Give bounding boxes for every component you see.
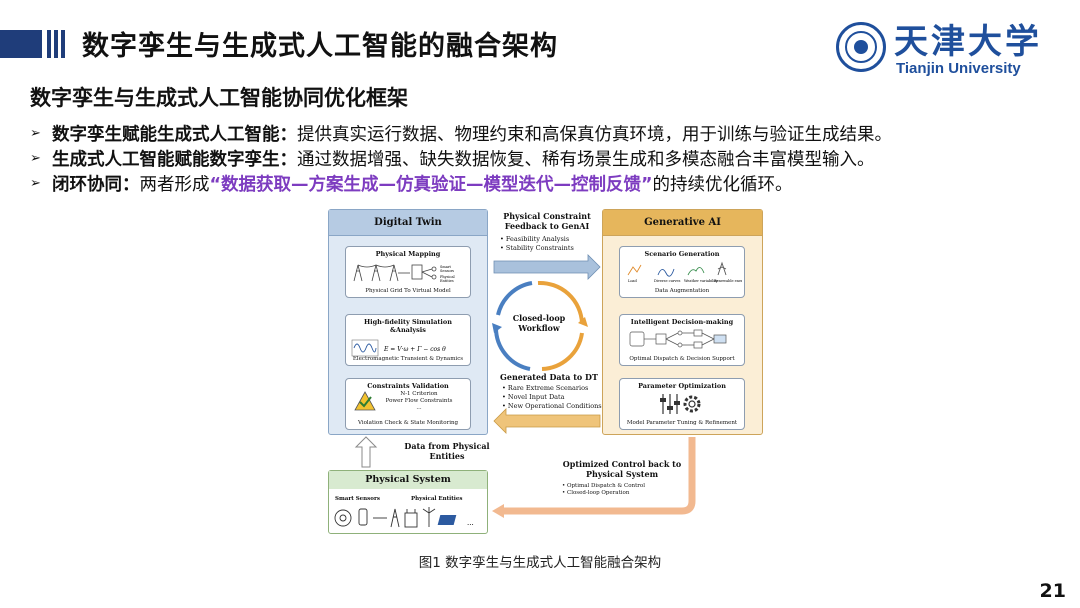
svg-text:Smart: Smart — [440, 265, 451, 269]
optimized-control-item: • Closed-loop Operation — [562, 490, 630, 496]
scenario-generation-card: Scenario Generation Load Diverse curves … — [619, 246, 745, 298]
generated-data-item: • Rare Extreme Scenarios — [502, 384, 589, 392]
svg-text:Sensors: Sensors — [440, 269, 454, 273]
data-from-physical-label: Data from Physical Entities — [404, 441, 490, 461]
physical-mapping-footer: Physical Grid To Virtual Model — [365, 288, 451, 294]
svg-text:Weather variability: Weather variability — [684, 279, 718, 283]
bullet-item: ➢ 闭环协同： 两者形成 “数据获取—方案生成—仿真验证—模型迭代—控制反馈” … — [30, 171, 1070, 196]
arrow-bullet-icon: ➢ — [30, 176, 41, 191]
scenario-curves-icon: Load Diverse curves Weather variability … — [627, 261, 742, 283]
scenario-generation-footer: Data Augmentation — [654, 288, 710, 294]
generated-data-item: • Novel Input Data — [502, 393, 565, 401]
bullet-text: 两者形成 — [139, 175, 210, 195]
physical-system-title: Physical System — [329, 471, 487, 489]
digital-twin-title: Digital Twin — [329, 210, 487, 236]
title-accent-stripe — [47, 30, 51, 58]
simulation-title: High-fidelity Simulation &Analysis — [364, 318, 452, 334]
diagram-connectors — [354, 254, 696, 518]
page-number: 21 — [1039, 580, 1066, 602]
constraints-footer: Violation Check & State Monitoring — [357, 420, 459, 426]
fusion-architecture-diagram: Digital Twin Physical Mapping Smart Sens… — [326, 205, 772, 540]
scenario-generation-title: Scenario Generation — [644, 250, 720, 258]
constraint-item: N-1 Criterion — [400, 391, 438, 397]
physical-entities-label: Physical Entities — [411, 496, 463, 502]
bullet-key: 生成式人工智能赋能数字孪生： — [52, 150, 297, 170]
closed-loop-label: Closed-loop Workflow — [512, 313, 566, 333]
constraints-card: Constraints Validation N-1 Criterion Pow… — [345, 378, 471, 430]
decision-tree-icon — [629, 329, 727, 349]
generative-ai-title: Generative AI — [603, 210, 762, 236]
digital-twin-panel: Digital Twin Physical Mapping Smart Sens… — [328, 209, 488, 435]
svg-text:Load: Load — [628, 279, 638, 283]
feedback-item: • Feasibility Analysis — [500, 235, 570, 243]
parameter-optimization-card: Parameter Optimization Model Parameter T… — [619, 378, 745, 430]
optimized-control-list: • Optimal Dispatch & Control • Closed-lo… — [562, 483, 682, 497]
svg-text:Diverse curves: Diverse curves — [654, 279, 681, 283]
bullet-key: 数字孪生赋能生成式人工智能： — [52, 125, 297, 145]
feedback-item: • Stability Constraints — [500, 244, 574, 252]
svg-text:E = V·ω + Γ − cos θ: E = V·ω + Γ − cos θ — [383, 346, 446, 353]
arrow-bullet-icon: ➢ — [30, 126, 41, 141]
svg-text:Renewable energy: Renewable energy — [714, 279, 742, 283]
parameter-optimization-footer: Model Parameter Tuning & Refinement — [626, 420, 738, 426]
constraint-item: ... — [416, 405, 422, 411]
sliders-gear-icon — [660, 394, 701, 414]
physical-mapping-card: Physical Mapping Smart Sensors Physical … — [345, 246, 471, 298]
title-accent-bar — [0, 30, 42, 58]
generated-data-title: Generated Data to DT — [500, 372, 598, 382]
generated-data-list: • Rare Extreme Scenarios • Novel Input D… — [502, 384, 606, 411]
bullet-list: ➢ 数字孪生赋能生成式人工智能： 提供真实运行数据、物理约束和高保真仿真环境，用… — [30, 121, 1070, 196]
arrow-bullet-icon: ➢ — [30, 151, 41, 166]
bullet-text: 的持续优化循环。 — [652, 175, 793, 195]
slide-title: 数字孪生与生成式人工智能的融合架构 — [82, 31, 558, 62]
generative-ai-panel: Generative AI Scenario Generation Load D… — [602, 209, 763, 435]
constraint-item: Power Flow Constraints — [385, 398, 453, 404]
physical-mapping-title: Physical Mapping — [375, 250, 441, 258]
bullet-highlight: “数据获取—方案生成—仿真验证—模型迭代—控制反馈” — [209, 175, 653, 195]
university-seal-icon — [836, 22, 886, 72]
generated-data-item: • New Operational Conditions — [502, 402, 602, 410]
svg-text:Entities: Entities — [440, 279, 454, 283]
bullet-key: 闭环协同： — [52, 175, 140, 195]
feedback-title: Physical Constraint Feedback to GenAI — [503, 211, 591, 231]
simulation-card: High-fidelity Simulation &Analysis E = V… — [345, 314, 471, 366]
figure-caption: 图1 数字孪生与生成式人工智能融合架构 — [418, 555, 662, 571]
optimized-control-item: • Optimal Dispatch & Control — [562, 483, 645, 489]
title-accent-stripe — [54, 30, 58, 58]
physical-devices-icon: ... — [334, 507, 474, 528]
university-name-en: Tianjin University — [896, 60, 1021, 77]
waveform-equation-icon: E = V·ω + Γ − cos θ — [351, 339, 446, 357]
physical-system-ellipsis: ... — [467, 519, 474, 527]
title-accent-stripe — [61, 30, 65, 58]
decision-making-card: Intelligent Decision-making Optimal Disp… — [619, 314, 745, 366]
parameter-optimization-title: Parameter Optimization — [638, 382, 726, 390]
constraints-title: Constraints Validation — [367, 382, 449, 390]
physical-system-panel: Physical System Smart Sensors Physical E… — [328, 470, 488, 534]
bullet-text: 通过数据增强、缺失数据恢复、稀有场景生成和多模态融合丰富模型输入。 — [297, 150, 875, 170]
university-name-cn: 天津大学 — [894, 22, 1042, 62]
optimized-control-title: Optimized Control back to Physical Syste… — [562, 459, 682, 479]
smart-sensors-label: Smart Sensors — [335, 496, 380, 502]
section-subtitle: 数字孪生与生成式人工智能协同优化框架 — [30, 86, 408, 110]
svg-text:Physical: Physical — [440, 275, 456, 279]
decision-making-footer: Optimal Dispatch & Decision Support — [629, 356, 735, 362]
bullet-item: ➢ 生成式人工智能赋能数字孪生： 通过数据增强、缺失数据恢复、稀有场景生成和多模… — [30, 146, 1070, 171]
warning-check-icon — [354, 391, 376, 411]
feedback-list: • Feasibility Analysis • Stability Const… — [500, 235, 600, 253]
simulation-footer: Electromagnetic Transient & Dynamics — [352, 356, 464, 362]
bullet-text: 提供真实运行数据、物理约束和高保真仿真环境，用于训练与验证生成结果。 — [297, 125, 892, 145]
grid-to-model-icon: Smart Sensors Physical Entities — [353, 264, 456, 283]
decision-making-title: Intelligent Decision-making — [630, 318, 734, 326]
bullet-item: ➢ 数字孪生赋能生成式人工智能： 提供真实运行数据、物理约束和高保真仿真环境，用… — [30, 121, 1070, 146]
